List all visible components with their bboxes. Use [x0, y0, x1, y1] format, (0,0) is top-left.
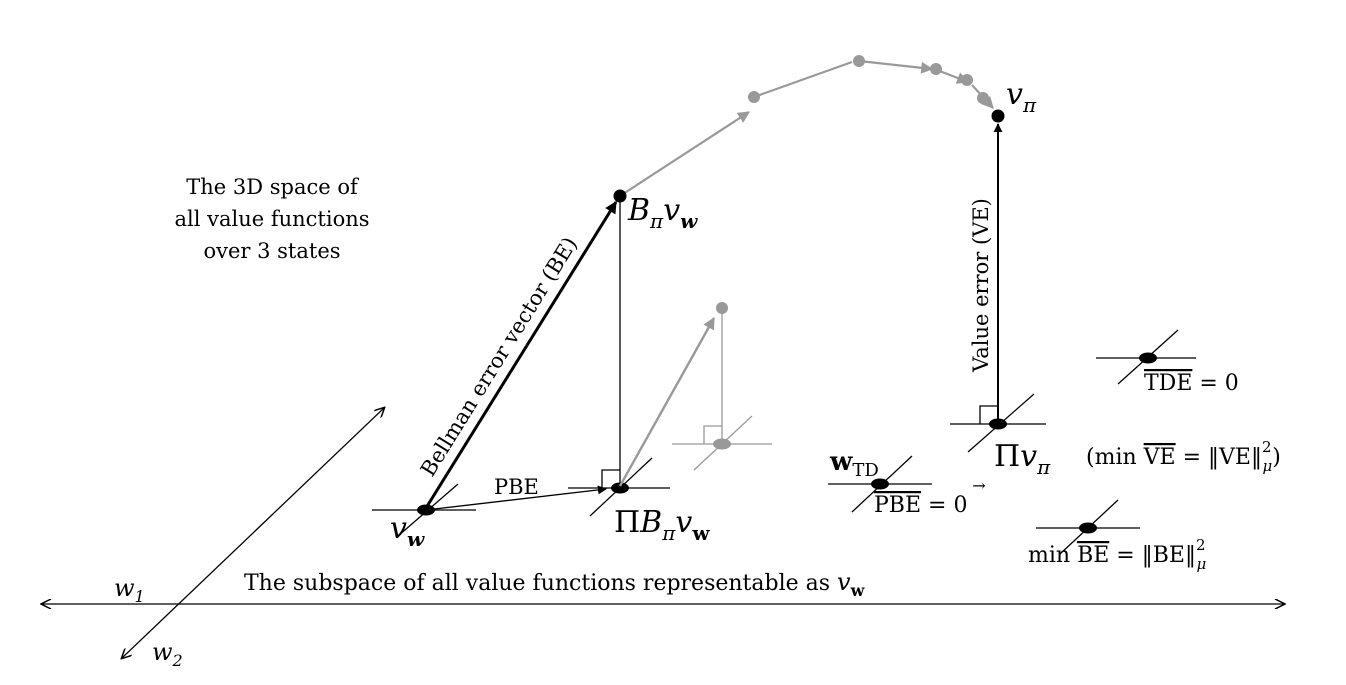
tde-point — [1139, 352, 1157, 364]
gray-projection-point — [713, 438, 731, 450]
trajectory-point — [748, 91, 760, 103]
pi-b-pi-v-w-label: ΠBπvw — [614, 505, 710, 545]
pbe-zero-label: PBE = 0 — [874, 493, 967, 518]
v-w-label: vw — [390, 511, 425, 551]
v-pi-label: vπ — [1006, 77, 1037, 117]
gray-bellman-arrow — [618, 316, 716, 487]
gray-right-angle-mark — [703, 425, 722, 444]
zero-vector-arrow: → — [972, 476, 985, 495]
bellman-error-vector-arrow — [424, 200, 618, 509]
pi-b-pi-v-w-point — [611, 482, 629, 494]
pi-v-pi-point — [989, 418, 1007, 430]
value-error-label: Value error (VE) — [969, 198, 993, 373]
space-caption-line2: all value functions — [174, 207, 369, 231]
space-caption-line1: The 3D space of — [186, 175, 360, 199]
right-angle-mark — [979, 405, 998, 424]
bellman-trajectory — [619, 59, 994, 197]
trajectory-point — [853, 55, 865, 67]
trajectory-point — [961, 74, 973, 86]
w-td-label: wTD — [829, 447, 879, 481]
tde-zero-label: TDE = 0 — [1144, 371, 1239, 396]
pbe-label: PBE — [494, 475, 539, 499]
w2-axis — [122, 408, 384, 658]
subspace-caption: The subspace of all value functions repr… — [244, 568, 866, 600]
right-angle-mark — [601, 469, 620, 488]
w1-label: w1 — [114, 574, 145, 606]
trajectory-point — [977, 92, 989, 104]
v-pi-point — [991, 109, 1005, 123]
pi-v-pi-label: Πvπ — [994, 439, 1051, 479]
space-caption-line3: over 3 states — [203, 239, 340, 263]
trajectory-point — [930, 63, 942, 75]
min-be-point — [1079, 522, 1097, 534]
bellman-error-vector-label: Bellman error vector (BE) — [416, 233, 582, 481]
w2-label: w2 — [152, 638, 183, 670]
w-td-point — [871, 478, 889, 490]
v-w-point — [417, 504, 435, 516]
pbe-arrow — [425, 485, 607, 511]
b-pi-v-w-label: Bπvw — [627, 193, 698, 233]
